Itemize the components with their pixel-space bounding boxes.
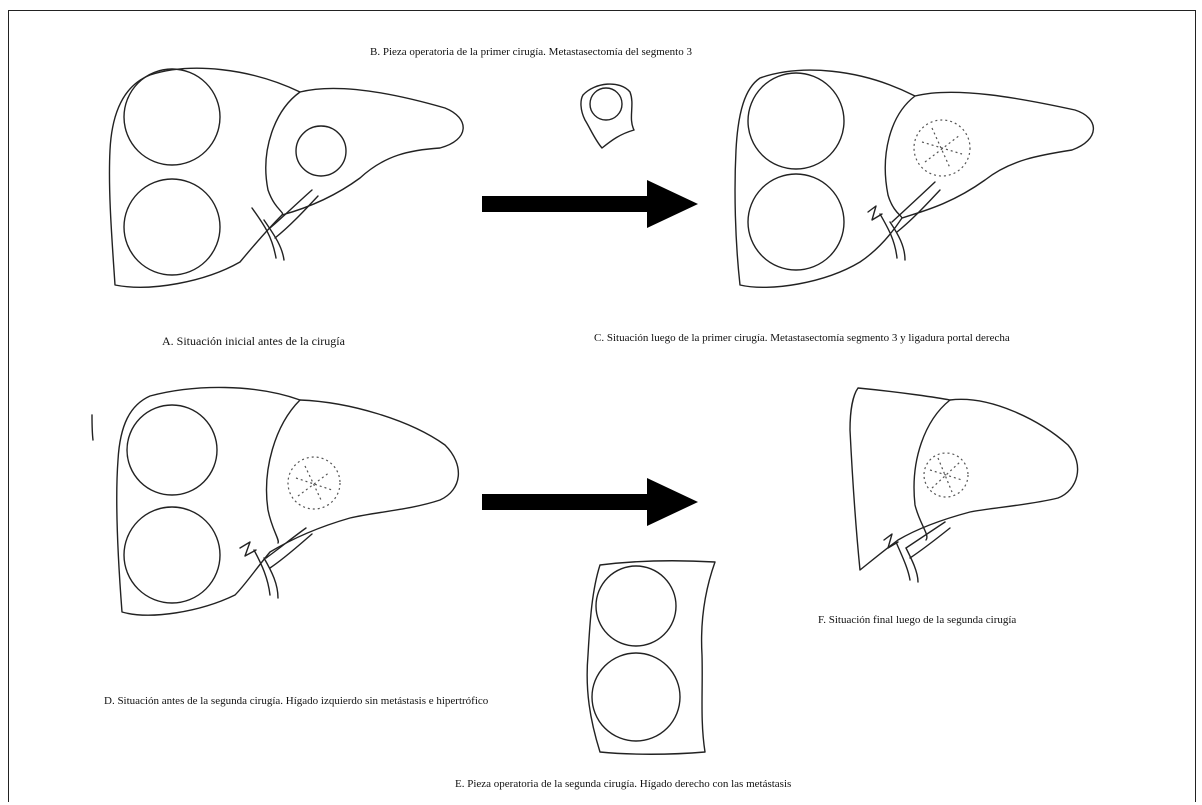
- liver-c: [734, 69, 1094, 289]
- liver-d: [91, 386, 460, 616]
- caption-d: D. Situación antes de la segunda cirugía…: [104, 695, 489, 707]
- caption-c: C. Situación luego de la primer cirugía.…: [594, 332, 1010, 344]
- figure-frame: [8, 10, 1196, 802]
- caption-b: B. Pieza operatoria de la primer cirugía…: [370, 46, 692, 58]
- specimen-e: [586, 560, 716, 755]
- specimen-b: [580, 83, 635, 149]
- caption-e: E. Pieza operatoria de la segunda cirugí…: [455, 778, 792, 790]
- arrow-second-surgery: [482, 478, 698, 526]
- caption-f: F. Situación final luego de la segunda c…: [818, 614, 1017, 626]
- caption-a: A. Situación inicial antes de la cirugía: [162, 334, 345, 348]
- liver-a: [108, 67, 464, 288]
- arrow-first-surgery: [482, 180, 698, 228]
- liver-f: [849, 387, 1079, 583]
